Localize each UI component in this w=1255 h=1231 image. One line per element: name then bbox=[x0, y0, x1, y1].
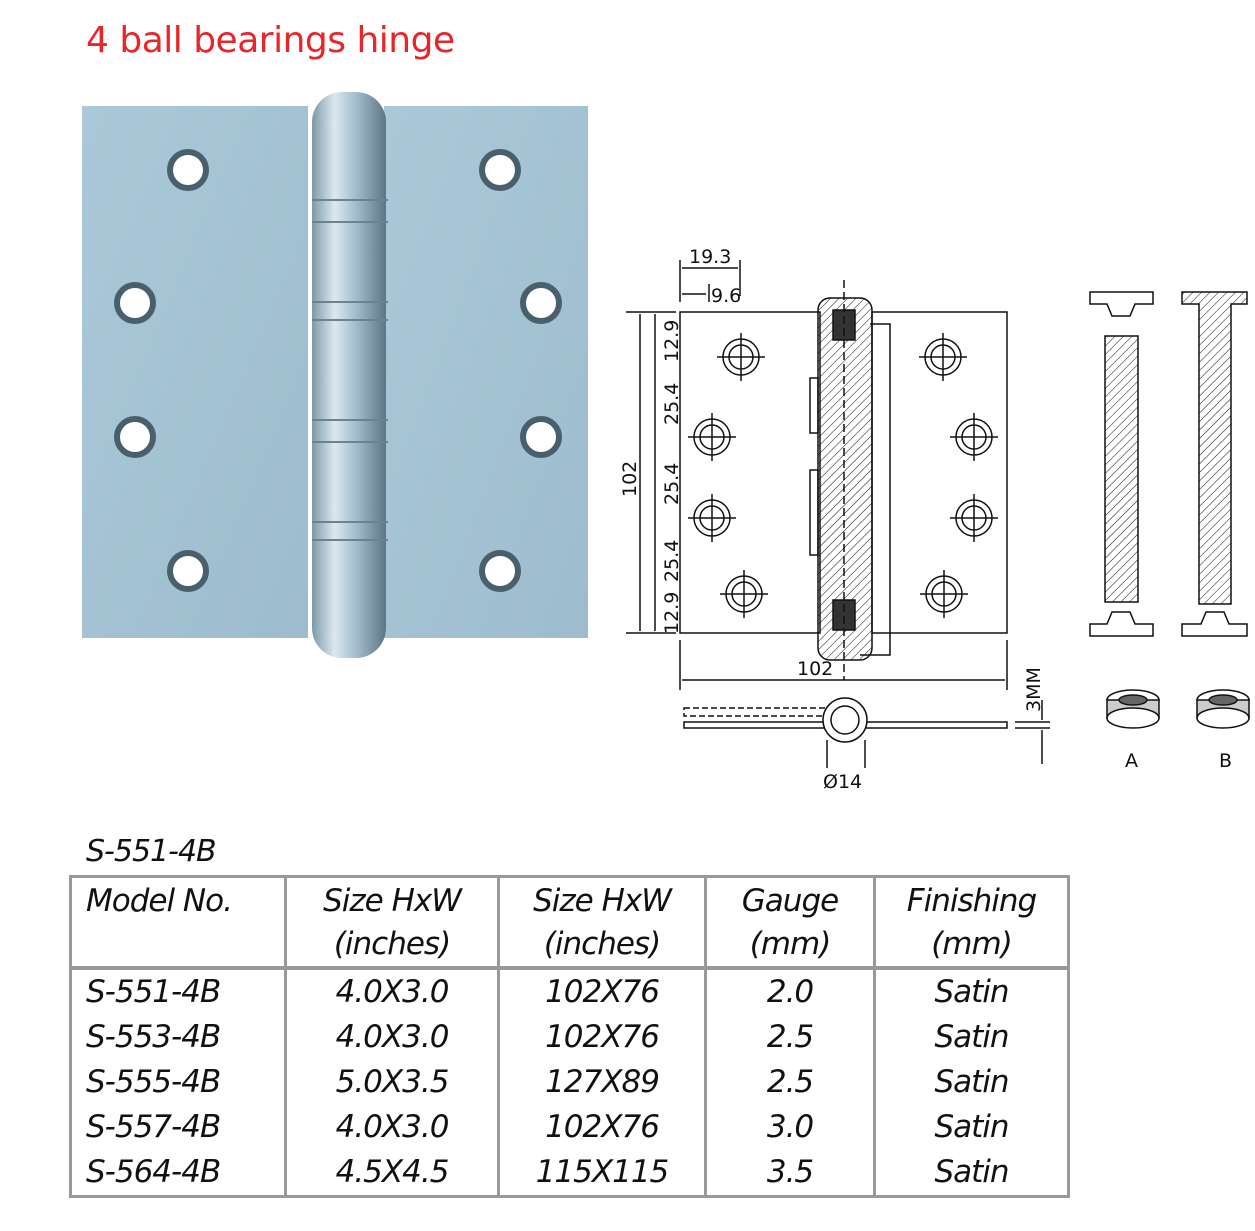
screw-label-b: B bbox=[1219, 750, 1232, 772]
cell-model: S-564-4B bbox=[69, 1150, 287, 1197]
cell-size-inches: 4.0X3.0 bbox=[284, 1015, 500, 1060]
header-size-inches: Size HxW(inches) bbox=[284, 876, 500, 970]
table-row: S-553-4B 4.0X3.0 102X76 2.5 Satin bbox=[69, 1015, 1070, 1060]
dim-segment: 25.4 bbox=[661, 383, 683, 425]
cell-finishing: Satin bbox=[873, 1060, 1070, 1105]
dim-segment: 12.9 bbox=[661, 592, 683, 634]
cell-finishing: Satin bbox=[873, 968, 1070, 1015]
model-caption: S-551-4B bbox=[86, 834, 217, 869]
dim-segment: 25.4 bbox=[661, 540, 683, 582]
cell-model: S-551-4B bbox=[69, 968, 287, 1015]
header-finishing: Finishing(mm) bbox=[873, 876, 1070, 970]
dim-top-inner: 9.6 bbox=[711, 285, 741, 307]
cell-size-mm: 102X76 bbox=[497, 968, 707, 1015]
dim-segment: 25.4 bbox=[661, 463, 683, 505]
cell-model: S-553-4B bbox=[69, 1015, 287, 1060]
header-model: Model No. bbox=[69, 876, 287, 970]
cell-size-inches: 4.0X3.0 bbox=[284, 1105, 500, 1150]
cell-finishing: Satin bbox=[873, 1105, 1070, 1150]
cell-model: S-557-4B bbox=[69, 1105, 287, 1150]
table-header-row: Model No. Size HxW(inches) Size HxW(inch… bbox=[69, 876, 1070, 970]
cell-size-mm: 127X89 bbox=[497, 1060, 707, 1105]
cell-size-inches: 5.0X3.5 bbox=[284, 1060, 500, 1105]
drawing-dimension-labels: 19.3 9.6 102 12.9 25.4 25.4 25.4 12.9 10… bbox=[619, 246, 1045, 793]
technical-drawing bbox=[626, 260, 1050, 768]
drawing-holes bbox=[688, 333, 998, 618]
dim-width: 102 bbox=[797, 658, 833, 680]
dim-top-outer: 19.3 bbox=[689, 246, 731, 268]
header-gauge: Gauge(mm) bbox=[704, 876, 876, 970]
table-row: S-551-4B 4.0X3.0 102X76 2.0 Satin bbox=[69, 968, 1070, 1015]
cell-size-inches: 4.0X3.0 bbox=[284, 968, 500, 1015]
cell-size-mm: 102X76 bbox=[497, 1105, 707, 1150]
dim-knuckle-diameter: Ø14 bbox=[823, 771, 862, 793]
cell-gauge: 3.5 bbox=[704, 1150, 876, 1197]
cell-finishing: Satin bbox=[873, 1015, 1070, 1060]
screw-holes bbox=[114, 149, 562, 592]
cell-gauge: 2.0 bbox=[704, 968, 876, 1015]
hinge-illustrations: 19.3 9.6 102 12.9 25.4 25.4 25.4 12.9 10… bbox=[82, 92, 1250, 793]
cell-size-mm: 102X76 bbox=[497, 1015, 707, 1060]
page-title: 4 ball bearings hinge bbox=[86, 20, 455, 61]
hinge-photo bbox=[82, 92, 588, 658]
screw-label-a: A bbox=[1125, 750, 1138, 772]
header-size-mm: Size HxW(inches) bbox=[497, 876, 707, 970]
cell-gauge: 2.5 bbox=[704, 1060, 876, 1105]
cell-size-inches: 4.5X4.5 bbox=[284, 1150, 500, 1197]
dim-segment: 12.9 bbox=[661, 320, 683, 362]
table-row: S-557-4B 4.0X3.0 102X76 3.0 Satin bbox=[69, 1105, 1070, 1150]
cell-finishing: Satin bbox=[873, 1150, 1070, 1197]
screw-detail-b bbox=[1181, 291, 1250, 729]
cell-gauge: 3.0 bbox=[704, 1105, 876, 1150]
table-row: S-564-4B 4.5X4.5 115X115 3.5 Satin bbox=[69, 1150, 1070, 1197]
screw-detail-a bbox=[1089, 291, 1160, 729]
cell-gauge: 2.5 bbox=[704, 1015, 876, 1060]
table-row: S-555-4B 5.0X3.5 127X89 2.5 Satin bbox=[69, 1060, 1070, 1105]
dim-thickness: 3MM bbox=[1023, 667, 1045, 712]
spec-table: Model No. Size HxW(inches) Size HxW(inch… bbox=[69, 875, 1070, 1198]
cell-model: S-555-4B bbox=[69, 1060, 287, 1105]
dim-height-total: 102 bbox=[619, 461, 641, 497]
cell-size-mm: 115X115 bbox=[497, 1150, 707, 1197]
